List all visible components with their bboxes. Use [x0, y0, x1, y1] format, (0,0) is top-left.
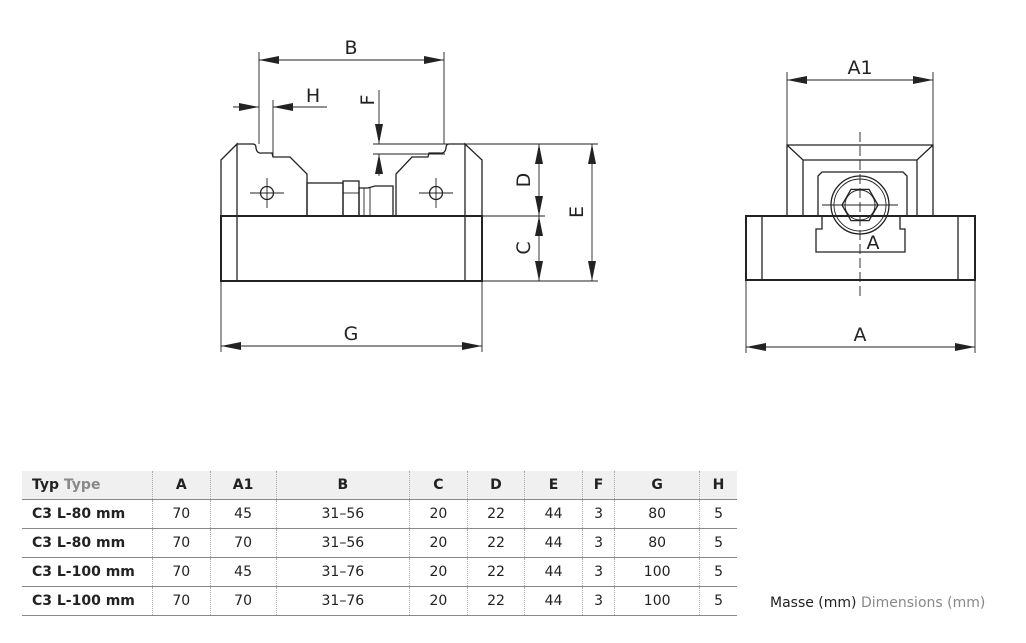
left-jaw: [237, 143, 308, 216]
footnote: Masse (mm) Dimensions (mm): [770, 595, 985, 611]
label-B: B: [344, 37, 357, 59]
value-cell: 20: [409, 557, 468, 587]
col-header: D: [466, 471, 525, 500]
value-cell: 3: [581, 528, 615, 558]
value-cell: 22: [466, 586, 525, 616]
left-body: [220, 142, 238, 216]
col-header: C: [409, 471, 468, 500]
label-G: G: [344, 323, 359, 345]
footnote-en: Dimensions (mm): [860, 595, 986, 611]
value-cell: 22: [466, 499, 525, 529]
type-cell: C3 L-100 mm: [32, 593, 135, 609]
label-F: F: [357, 95, 379, 106]
type-header: Typ: [32, 477, 60, 493]
right-body: [464, 142, 483, 216]
nut: [342, 180, 360, 217]
footnote-de: Masse (mm): [770, 595, 857, 611]
value-cell: 70: [152, 499, 211, 529]
value-cell: 44: [524, 528, 583, 558]
value-cell: 44: [524, 586, 583, 616]
value-cell: 5: [699, 586, 737, 616]
value-cell: 44: [524, 557, 583, 587]
value-cell: 20: [409, 499, 468, 529]
value-cell: 22: [466, 557, 525, 587]
value-cell: 100: [614, 557, 700, 587]
value-cell: 44: [524, 499, 583, 529]
value-cell: 45: [209, 499, 277, 529]
value-cell: 5: [699, 528, 737, 558]
value-cell: 31–56: [275, 499, 410, 529]
spindle-end: [358, 185, 394, 216]
label-C: C: [513, 241, 535, 254]
dimensions-table: Typ Type A A1 B C D E F G H C3 L-80 mm 70…: [22, 471, 737, 616]
col-header: A: [152, 471, 211, 500]
label-E: E: [566, 206, 588, 218]
table-header: Typ Type A A1 B C D E F G H: [22, 471, 737, 500]
value-cell: 80: [614, 528, 700, 558]
label-A1: A1: [847, 57, 872, 79]
value-cell: 31–76: [275, 557, 410, 587]
value-cell: 20: [409, 586, 468, 616]
type-cell: C3 L-80 mm: [32, 506, 126, 522]
value-cell: 70: [152, 557, 211, 587]
col-header: B: [275, 471, 410, 500]
col-header: G: [614, 471, 700, 500]
col-header: F: [581, 471, 615, 500]
value-cell: 3: [581, 557, 615, 587]
value-cell: 31–56: [275, 528, 410, 558]
value-cell: 3: [581, 499, 615, 529]
value-cell: 20: [409, 528, 468, 558]
label-H: H: [306, 85, 320, 107]
type-header-en: Type: [63, 477, 101, 493]
base-block: [220, 215, 483, 282]
jaw-body: [786, 144, 934, 216]
col-header: H: [699, 471, 737, 500]
label-A: A: [854, 324, 867, 346]
value-cell: 5: [699, 557, 737, 587]
value-cell: 70: [152, 586, 211, 616]
value-cell: 70: [209, 586, 277, 616]
col-header: E: [524, 471, 583, 500]
label-D: D: [513, 173, 535, 188]
t-slot-nut: [815, 171, 908, 253]
value-cell: 5: [699, 499, 737, 529]
side-view: B H F D C E G: [220, 37, 598, 352]
col-header: A1: [209, 471, 277, 500]
value-cell: 3: [581, 586, 615, 616]
value-cell: 45: [209, 557, 277, 587]
value-cell: 80: [614, 499, 700, 529]
value-cell: 100: [614, 586, 700, 616]
value-cell: 70: [152, 528, 211, 558]
type-cell: C3 L-80 mm: [32, 535, 126, 551]
base-block: [745, 215, 976, 281]
type-cell: C3 L-100 mm: [32, 564, 135, 580]
spindle: [306, 182, 344, 217]
value-cell: 31–76: [275, 586, 410, 616]
label-section-A: A: [867, 232, 880, 254]
value-cell: 22: [466, 528, 525, 558]
right-jaw: [395, 143, 465, 216]
value-cell: 70: [209, 528, 277, 558]
front-view: A A1 A: [745, 57, 976, 353]
